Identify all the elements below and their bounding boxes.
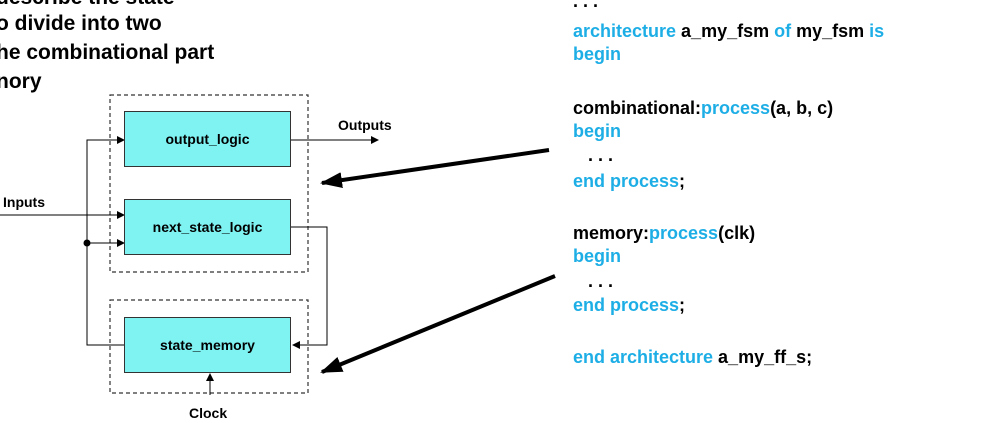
code-memory-line: memory:process(clk)	[573, 222, 755, 244]
code-begin-2: begin	[573, 121, 621, 141]
code-comb-label: combinational:	[573, 98, 702, 118]
next-state-logic-block: next_state_logic	[124, 199, 291, 255]
code-entity-name: my_fsm	[791, 21, 870, 41]
code-semicolon-2: ;	[679, 295, 686, 315]
intro-line-3: he combinational part	[0, 41, 215, 64]
code-kw-process-1: process	[701, 98, 771, 118]
code-combinational-line: combinational:process(a, b, c)	[573, 97, 833, 119]
state-memory-block: state_memory	[124, 317, 291, 373]
code-mem-sensitivity: (clk)	[718, 223, 756, 243]
combinational-dashed-box	[109, 94, 309, 273]
intro-line-4: nory	[0, 70, 42, 93]
next-state-wire	[291, 226, 328, 349]
code-end-arch-name: a_my_ff_s;	[713, 347, 813, 367]
code-ellipsis-1: . . .	[573, 145, 614, 165]
clock-label: Clock	[189, 405, 228, 421]
code-ellipsis-2: . . .	[573, 271, 614, 291]
code-mem-label: memory:	[573, 223, 650, 243]
code-kw-end-architecture: end architecture	[573, 347, 714, 367]
code-kw-architecture: architecture	[573, 21, 677, 41]
code-semicolon-1: ;	[679, 171, 686, 191]
intro-line-1: describe the state	[0, 0, 175, 10]
combinational-pointer-arrow	[320, 148, 550, 189]
code-begin-3: begin	[573, 246, 621, 266]
code-architecture-line: architecture a_my_fsm of my_fsm is	[573, 20, 884, 42]
outputs-label: Outputs	[338, 117, 392, 133]
code-arch-name: a_my_fsm	[676, 21, 775, 41]
code-end-architecture-line: end architecture a_my_ff_s;	[573, 346, 812, 368]
code-kw-end-process-2: end process	[573, 295, 680, 315]
intro-line-2: o divide into two	[0, 12, 162, 35]
output-logic-block: output_logic	[124, 111, 291, 167]
code-comb-sensitivity: (a, b, c)	[770, 98, 834, 118]
code-begin-1: begin	[573, 44, 621, 64]
memory-pointer-arrow	[320, 274, 556, 374]
code-ellipsis-top: . . .	[573, 0, 599, 11]
code-kw-of: of	[774, 21, 792, 41]
code-end-process-2: end process;	[573, 294, 685, 316]
memory-dashed-box	[109, 299, 309, 394]
inputs-label: Inputs	[3, 194, 45, 210]
code-kw-process-2: process	[649, 223, 719, 243]
code-end-process-1: end process;	[573, 170, 685, 192]
code-kw-end-process-1: end process	[573, 171, 680, 191]
code-kw-is: is	[869, 21, 885, 41]
